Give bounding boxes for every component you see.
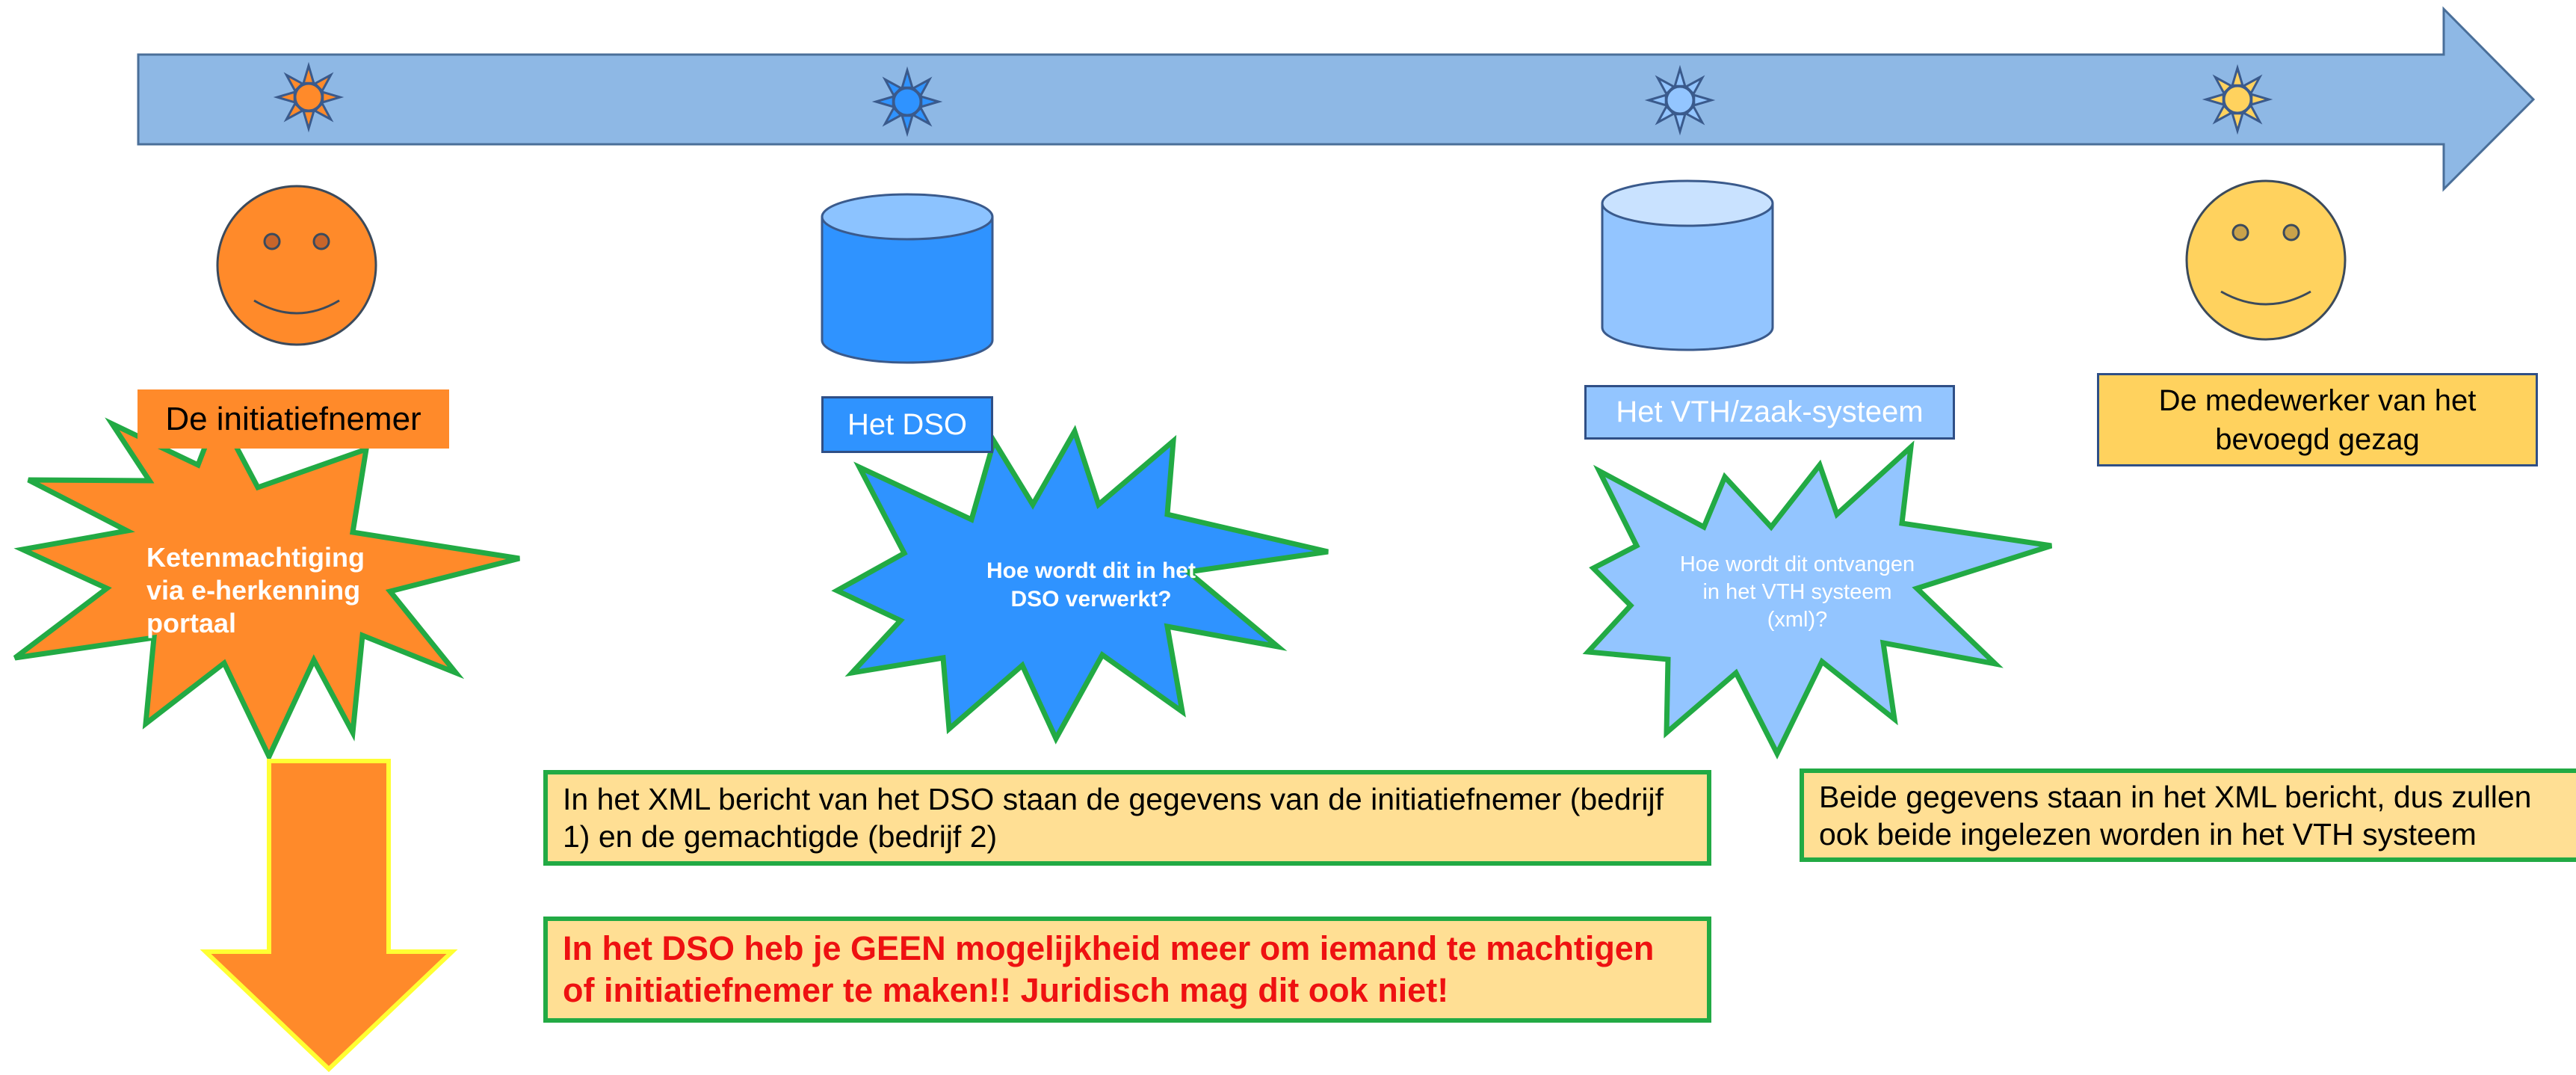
warning-note: In het DSO heb je GEEN mogelijkheid meer… xyxy=(543,917,1711,1023)
timeline-arrow xyxy=(137,6,2536,192)
actor-label-dso-text: Het DSO xyxy=(847,407,968,441)
down-arrow xyxy=(200,759,458,1073)
smiley-icon-initiator xyxy=(216,185,377,346)
database-icon-vth xyxy=(1601,179,1774,351)
note-dso-xml-text: In het XML bericht van het DSO staan de … xyxy=(563,782,1664,854)
burst-shape-dso xyxy=(831,425,1329,745)
actor-label-authority-text: De medewerker van het bevoegd gezag xyxy=(2158,384,2477,456)
database-icon-dso xyxy=(821,193,994,364)
sun-icon-authority xyxy=(2202,64,2273,135)
burst-text-initiator: Ketenmachtiging via e-herkenning portaal xyxy=(146,541,365,638)
note-vth-xml-text: Beide gegevens staan in het XML bericht,… xyxy=(1819,779,2532,851)
sun-icon-dso xyxy=(871,66,943,138)
sun-icon-initiator xyxy=(273,61,345,133)
smiley-icon-authority xyxy=(2185,179,2347,341)
warning-note-text: In het DSO heb je GEEN mogelijkheid meer… xyxy=(563,929,1655,1009)
actor-label-vth: Het VTH/zaak-systeem xyxy=(1584,385,1955,440)
actor-label-initiator-text: De initiatiefnemer xyxy=(165,400,421,437)
burst-text-dso: Hoe wordt dit in het DSO verwerkt? xyxy=(986,558,1196,612)
note-dso-xml: In het XML bericht van het DSO staan de … xyxy=(543,770,1711,866)
burst-shape-vth xyxy=(1582,440,2053,760)
burst-text-vth: Hoe wordt dit ontvangen in het VTH syste… xyxy=(1679,552,1915,632)
actor-label-vth-text: Het VTH/zaak-systeem xyxy=(1616,395,1924,428)
actor-label-initiator: De initiatiefnemer xyxy=(138,389,449,449)
actor-label-authority: De medewerker van het bevoegd gezag xyxy=(2097,373,2538,466)
sun-icon-vth xyxy=(1644,64,1716,136)
note-vth-xml: Beide gegevens staan in het XML bericht,… xyxy=(1800,768,2576,862)
actor-label-dso: Het DSO xyxy=(821,396,993,453)
